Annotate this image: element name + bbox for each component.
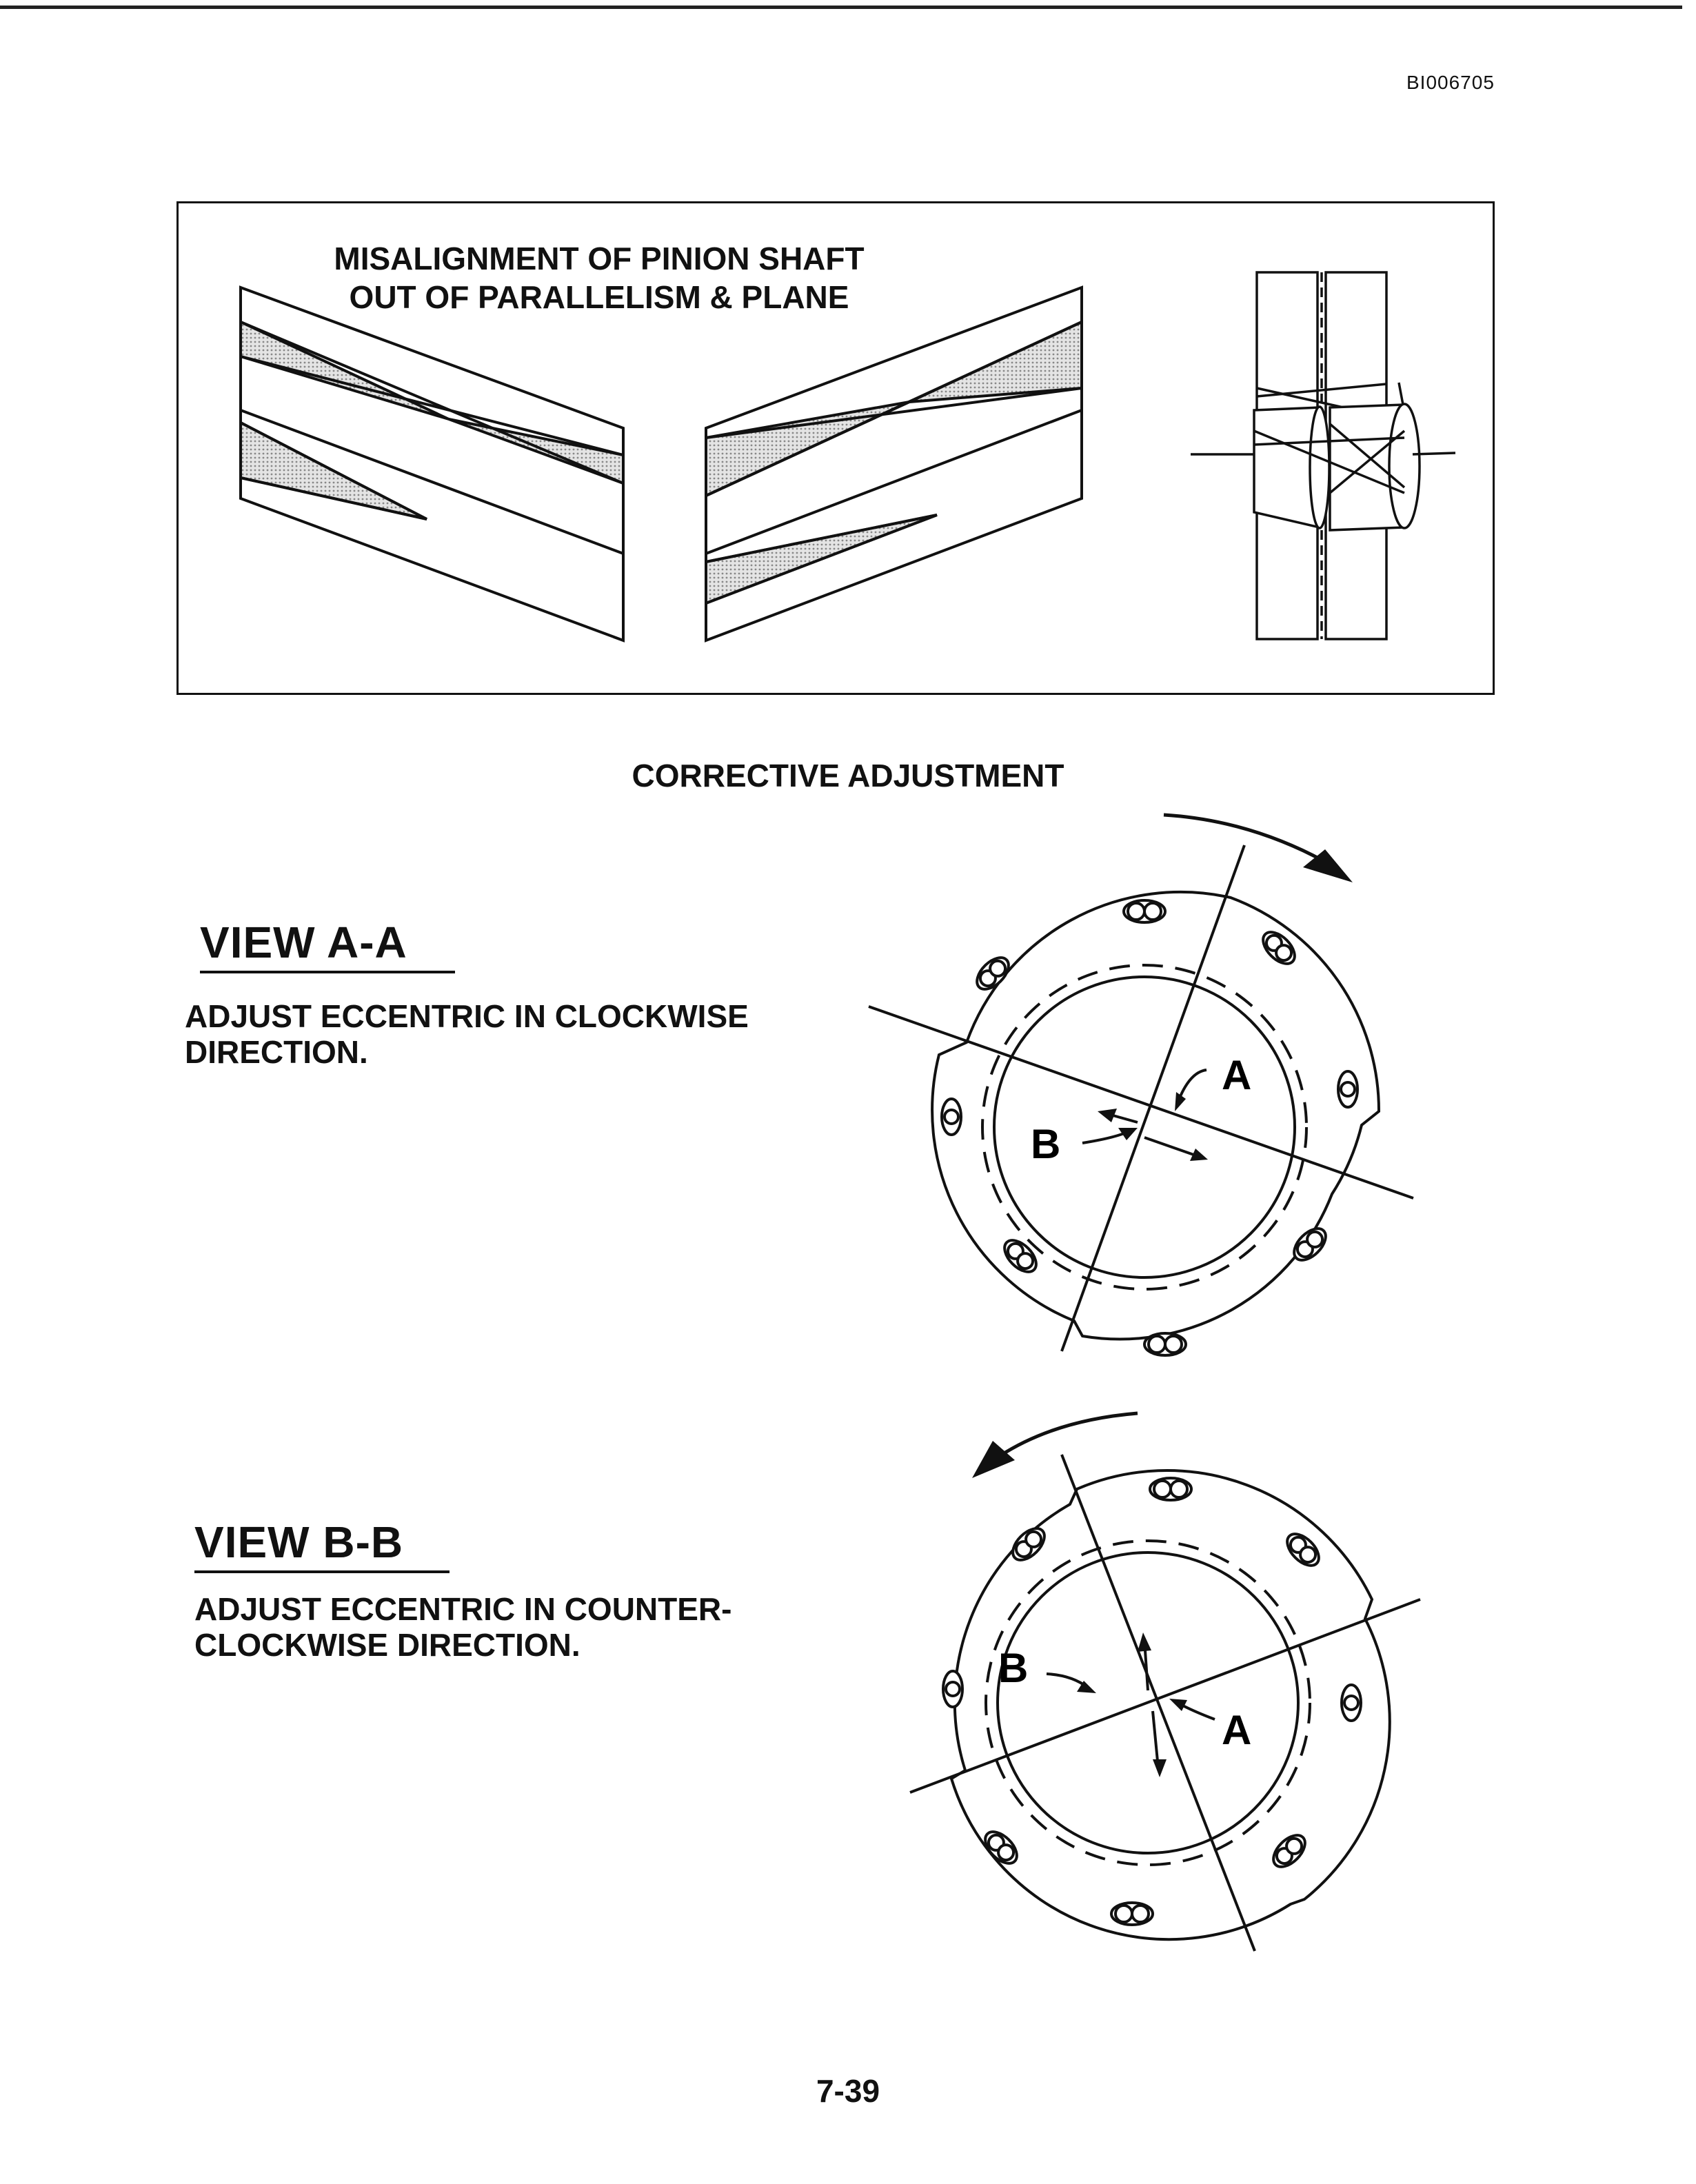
- bolt-circle-dashed: [985, 1539, 1311, 1866]
- right-gear-pair: [705, 285, 1083, 643]
- bore-circle: [993, 975, 1296, 1279]
- misalignment-figure: MISALIGNMENT OF PINION SHAFT OUT OF PARA…: [176, 201, 1495, 695]
- view-b-text-line2: CLOCKWISE DIRECTION.: [194, 1627, 581, 1663]
- figure-title-line2: OUT OF PARALLELISM & PLANE: [349, 279, 849, 315]
- counterclockwise-arrowhead-icon: [972, 1441, 1015, 1478]
- center-lines: [868, 845, 1414, 1352]
- view-b-diagram: B A: [909, 1411, 1421, 1952]
- section-heading: CORRECTIVE ADJUSTMENT: [632, 758, 1064, 793]
- view-a-label-b: B: [1031, 1121, 1060, 1167]
- view-a-label-a: A: [1222, 1052, 1251, 1098]
- view-a-title: VIEW A-A: [200, 917, 455, 973]
- figure-title: MISALIGNMENT OF PINION SHAFT OUT OF PARA…: [179, 239, 1020, 316]
- page-number: 7-39: [816, 2073, 880, 2109]
- view-b-text-line1: ADJUST ECCENTRIC IN COUNTER-: [194, 1591, 732, 1627]
- arrow-a-head-icon: [1175, 1092, 1186, 1111]
- figure-title-line1: MISALIGNMENT OF PINION SHAFT: [334, 241, 865, 276]
- view-a-diagram: A B: [868, 813, 1414, 1357]
- bolt-circle-dashed: [981, 964, 1308, 1291]
- clockwise-arrowhead-icon: [1303, 849, 1353, 882]
- bolt-holes: [942, 1477, 1362, 1926]
- view-b-title: VIEW B-B: [194, 1517, 450, 1573]
- counterclockwise-arc: [998, 1411, 1138, 1458]
- left-gear-pair: [239, 285, 625, 643]
- view-b-label-a: A: [1222, 1707, 1251, 1753]
- view-a-text-line1: ADJUST ECCENTRIC IN CLOCKWISE: [185, 998, 749, 1034]
- view-b-label-b: B: [998, 1645, 1028, 1691]
- side-view-gears: [1191, 271, 1456, 640]
- bolt-holes: [940, 899, 1359, 1357]
- document-id: BI006705: [1406, 72, 1495, 93]
- misalignment-drawing: [239, 271, 1456, 643]
- center-lines: [909, 1454, 1421, 1952]
- top-rule: [0, 6, 1682, 9]
- view-b-instructions: ADJUST ECCENTRIC IN COUNTER- CLOCKWISE D…: [194, 1591, 815, 1663]
- view-a-text-line2: DIRECTION.: [185, 1034, 368, 1070]
- arrow-a-head-icon: [1169, 1699, 1187, 1711]
- view-a-instructions: ADJUST ECCENTRIC IN CLOCKWISE DIRECTION.: [185, 998, 805, 1070]
